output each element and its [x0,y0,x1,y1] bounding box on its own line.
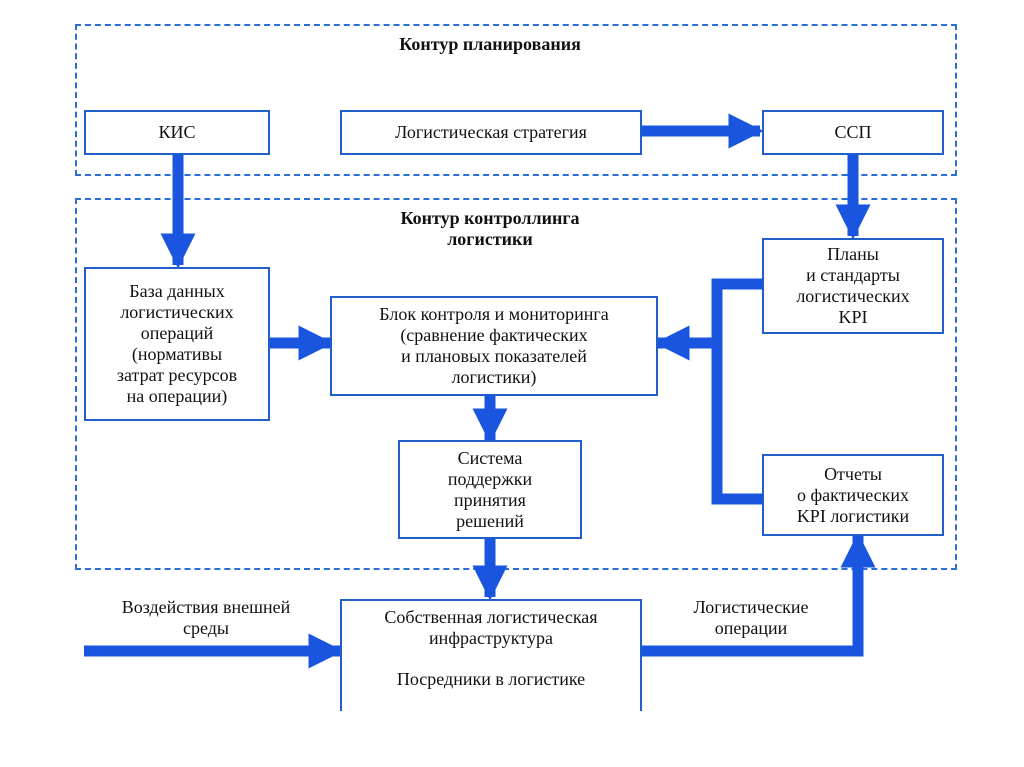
reports-box: Отчеты о фактических KPI логистики [762,454,944,536]
infra-own-label: Собственная логистическая инфраструктура [384,607,598,648]
plans-box: Планы и стандарты логистических KPI [762,238,944,334]
arrow-plans-join [711,278,762,505]
dss-box: Система поддержки принятия решений [398,440,582,539]
controlling-contour [75,198,957,570]
database-box: База данных логистических операций (норм… [84,267,270,421]
strategy-box: Логистическая стратегия [340,110,642,155]
controlling-contour-title: Контур контроллинга логистики [400,208,580,249]
control-box: Блок контроля и мониторинга (сравнение ф… [330,296,658,396]
kis-box: КИС [84,110,270,155]
logistics-operations-label: Логистические операции [693,597,809,638]
external-impact-label: Воздействия внешней среды [121,597,291,638]
infrastructure-box: Собственная логистическая инфраструктура… [340,599,642,711]
planning-contour [75,24,957,176]
arrow-infra-reports [642,532,876,657]
planning-contour-title: Контур планирования [399,34,581,54]
infra-intermediaries-label: Посредники в логистике [396,669,586,689]
ssp-box: ССП [762,110,944,155]
